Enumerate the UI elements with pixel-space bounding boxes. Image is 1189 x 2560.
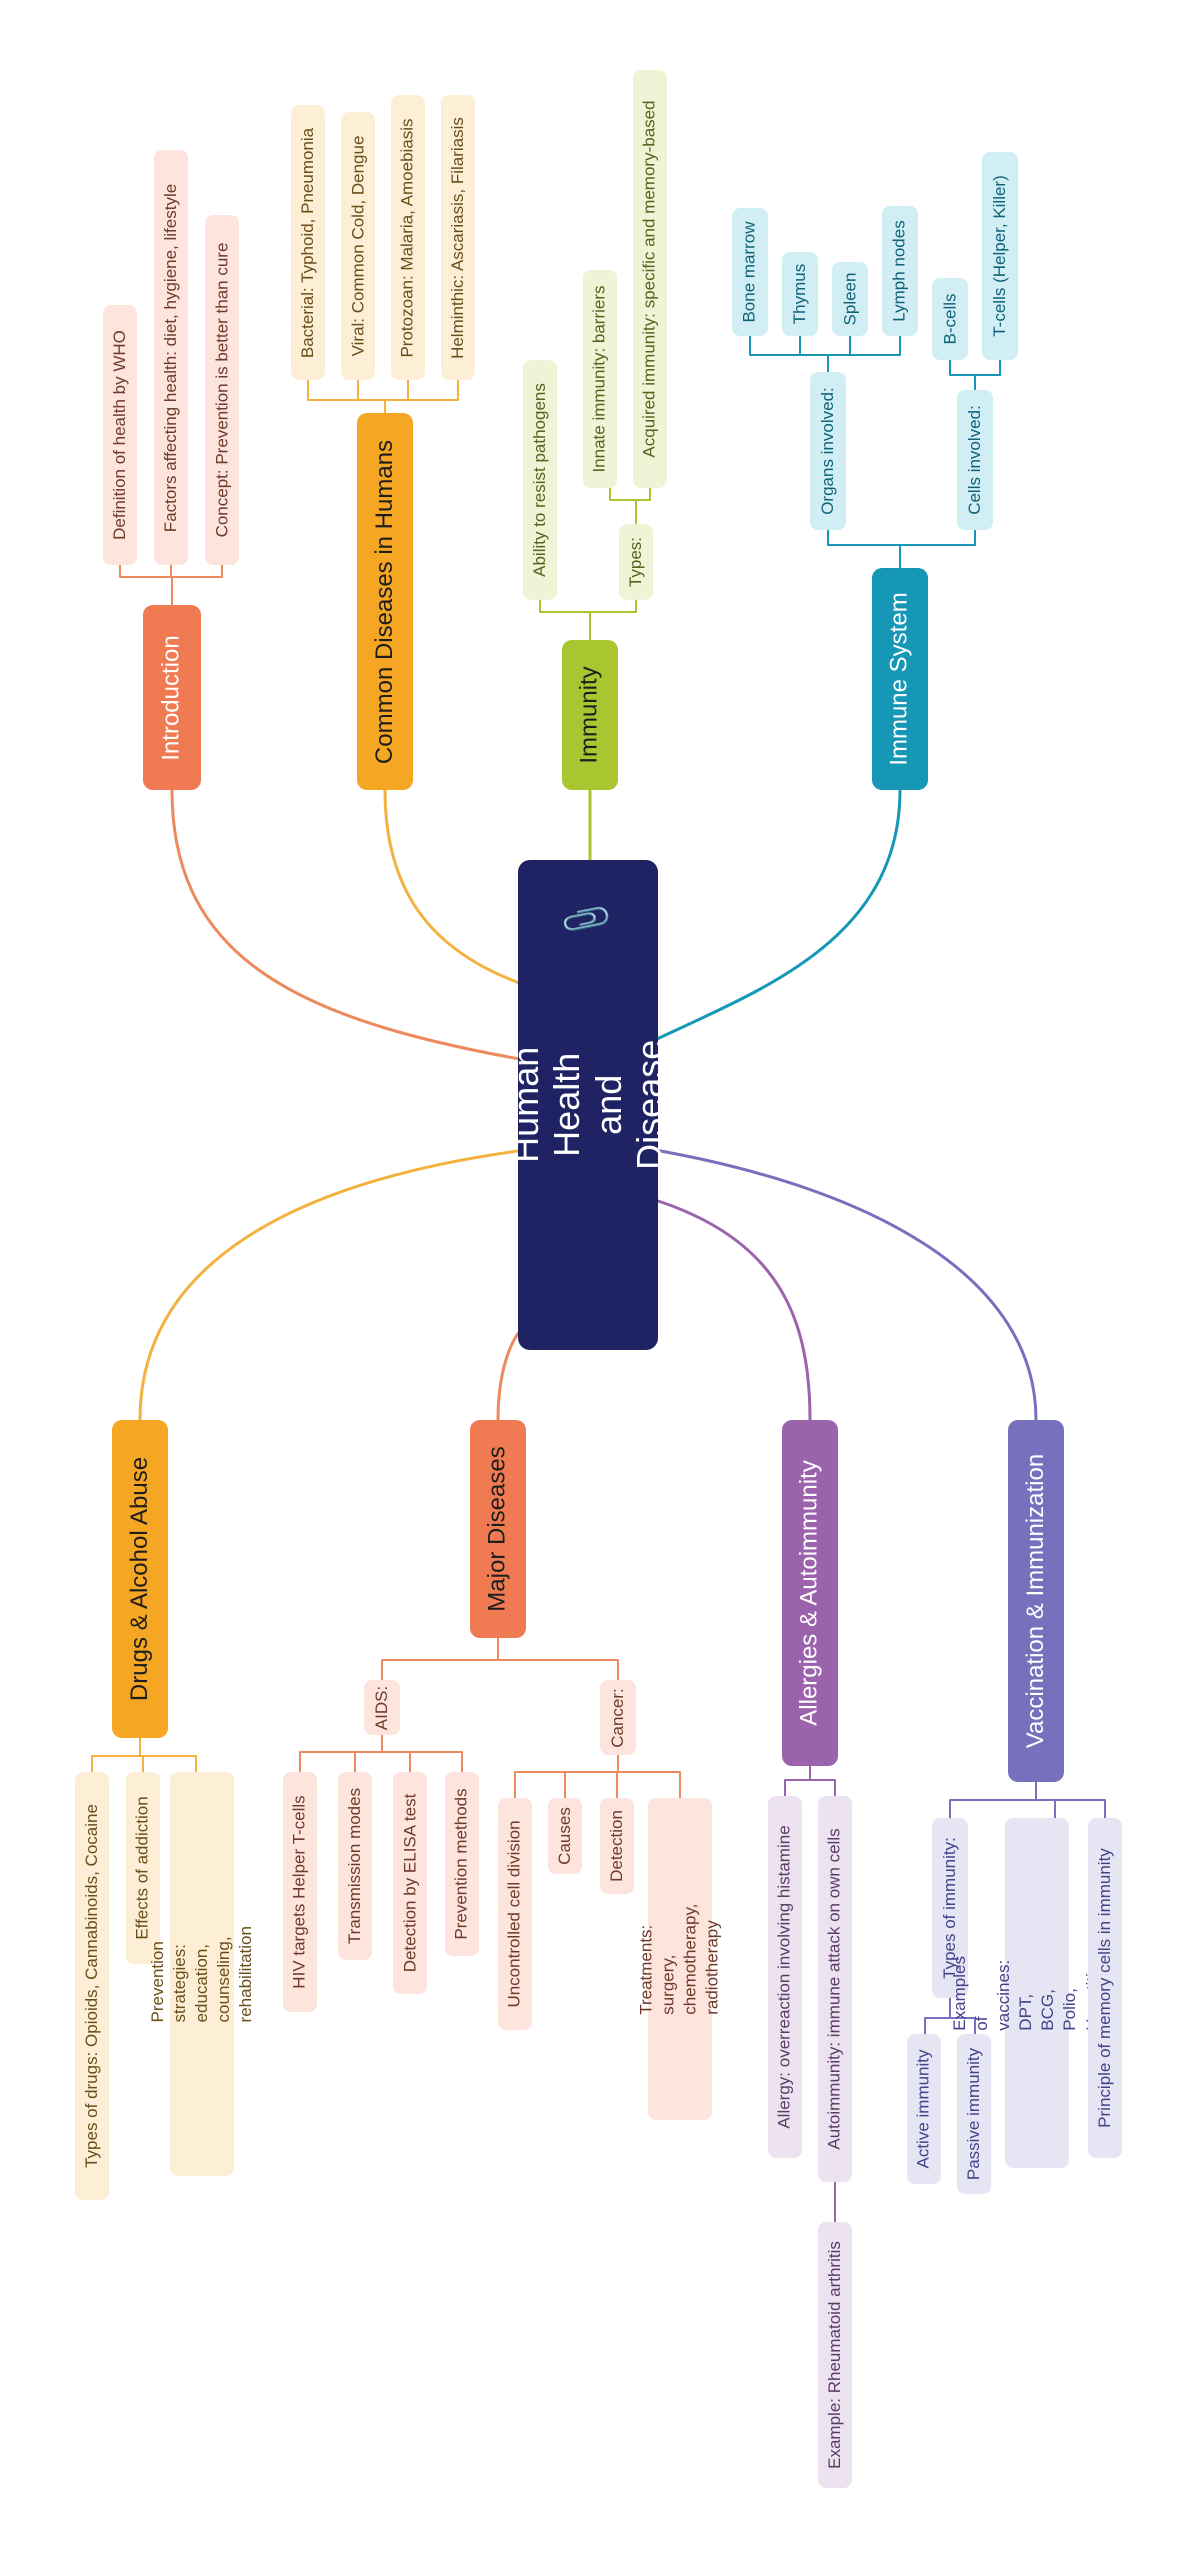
- link-center-drugs: [138, 1148, 527, 1422]
- link-immune-organs-children: [749, 335, 901, 373]
- cancer-item[interactable]: Detection: [600, 1798, 634, 1894]
- link-center-introduction: [170, 788, 527, 1062]
- vaccination-item[interactable]: Principle of memory cells in immunity: [1088, 1818, 1122, 2158]
- cancer-node[interactable]: Cancer:: [600, 1680, 636, 1755]
- link-vaccination-children: [949, 1781, 1106, 1819]
- branch-vaccination-label: Vaccination & Immunization: [1022, 1453, 1049, 1749]
- branch-allergies[interactable]: Allergies & Autoimmunity: [782, 1420, 838, 1766]
- aids-item[interactable]: HIV targets Helper T-cells: [283, 1772, 317, 2012]
- introduction-item[interactable]: Definition of health by WHO: [103, 305, 137, 565]
- drugs-item[interactable]: Prevention strategies: education, counse…: [148, 1772, 255, 2176]
- immune-cell-item[interactable]: T-cells (Helper, Killer): [982, 152, 1018, 360]
- link-center-vaccination: [653, 1148, 1038, 1422]
- branch-immunity[interactable]: Immunity: [562, 640, 618, 790]
- immune-organ-item[interactable]: Bone marrow: [732, 208, 768, 336]
- branch-immune-system-label: Immune System: [886, 592, 914, 766]
- vaccination-item[interactable]: Examples of vaccines: DPT, BCG, Polio, H…: [950, 1818, 1123, 2168]
- link-center-immune-system: [653, 788, 902, 1042]
- immune-organs-node[interactable]: Organs involved:: [810, 372, 846, 530]
- link-immune-cells-children: [949, 359, 1001, 391]
- introduction-item[interactable]: Factors affecting health: diet, hygiene,…: [154, 150, 188, 565]
- link-immunity-types-children: [609, 487, 651, 525]
- immunity-type-item[interactable]: Innate immunity: barriers: [583, 270, 617, 488]
- aids-item[interactable]: Prevention methods: [445, 1772, 479, 1956]
- branch-allergies-label: Allergies & Autoimmunity: [796, 1460, 824, 1726]
- link-allergies-children: [784, 1765, 836, 1797]
- introduction-item[interactable]: Concept: Prevention is better than cure: [205, 215, 239, 565]
- link-drugs-children: [91, 1737, 197, 1773]
- immunity-type-item[interactable]: Acquired immunity: specific and memory-b…: [633, 70, 667, 488]
- common-disease-item[interactable]: Protozoan: Malaria, Amoebiasis: [391, 95, 425, 380]
- link-aids-children: [299, 1734, 463, 1773]
- branch-vaccination[interactable]: Vaccination & Immunization: [1008, 1420, 1064, 1782]
- allergies-item[interactable]: Autoimmunity: immune attack on own cells: [818, 1796, 852, 2182]
- aids-item[interactable]: Transmission modes: [338, 1772, 372, 1960]
- vaccination-types-node[interactable]: Types of immunity:: [932, 1818, 968, 1998]
- branch-introduction[interactable]: Introduction: [143, 605, 201, 790]
- link-immunity-children: [539, 579, 637, 641]
- link-vaccination-types-children: [924, 1997, 976, 2035]
- branch-drugs[interactable]: Drugs & Alcohol Abuse: [112, 1420, 168, 1738]
- link-immune-system-children: [827, 529, 976, 569]
- branch-immunity-label: Immunity: [576, 666, 604, 764]
- link-major-diseases-children: [381, 1637, 619, 1681]
- drugs-item[interactable]: Types of drugs: Opioids, Cannabinoids, C…: [75, 1772, 109, 2200]
- cancer-item[interactable]: Uncontrolled cell division: [498, 1798, 532, 2030]
- branch-introduction-label: Introduction: [158, 634, 186, 761]
- vaccination-type-item[interactable]: Active immunity: [907, 2034, 941, 2184]
- central-topic[interactable]: Human Health and Disease: [505, 860, 670, 1350]
- link-introduction-children: [119, 564, 223, 606]
- immune-cell-item[interactable]: B-cells: [932, 278, 968, 360]
- common-disease-item[interactable]: Bacterial: Typhoid, Pneumonia: [291, 105, 325, 380]
- immunity-item[interactable]: Ability to resist pathogens: [523, 360, 557, 600]
- cancer-item[interactable]: Causes: [548, 1798, 582, 1874]
- link-center-common-diseases: [383, 788, 527, 987]
- drugs-item[interactable]: Effects of addiction: [126, 1772, 160, 1964]
- allergies-item[interactable]: Allergy: overreaction involving histamin…: [768, 1796, 802, 2158]
- immune-cells-node[interactable]: Cells involved:: [957, 390, 993, 530]
- branch-common-diseases-label: Common Diseases in Humans: [371, 439, 398, 764]
- branch-drugs-label: Drugs & Alcohol Abuse: [126, 1456, 153, 1702]
- link-cancer-children: [514, 1754, 681, 1799]
- aids-item[interactable]: Detection by ELISA test: [393, 1772, 427, 1994]
- immune-organ-item[interactable]: Thymus: [782, 252, 818, 336]
- link-center-allergies: [653, 1198, 812, 1422]
- immune-organ-item[interactable]: Spleen: [832, 262, 868, 336]
- aids-node[interactable]: AIDS:: [364, 1680, 400, 1735]
- autoimmunity-example[interactable]: Example: Rheumatoid arthritis: [818, 2222, 852, 2488]
- branch-major-diseases[interactable]: Major Diseases: [470, 1420, 526, 1638]
- immune-organ-item[interactable]: Lymph nodes: [882, 206, 918, 336]
- common-disease-item[interactable]: Helminthic: Ascariasis, Filariasis: [441, 95, 475, 380]
- cancer-item[interactable]: Treatments: surgery, chemotherapy, radio…: [637, 1798, 722, 2120]
- branch-common-diseases[interactable]: Common Diseases in Humans: [357, 413, 413, 790]
- common-disease-item[interactable]: Viral: Common Cold, Dengue: [341, 112, 375, 380]
- central-topic-title: Human Health and Disease: [505, 1039, 671, 1171]
- link-common-diseases-children: [307, 379, 459, 414]
- vaccination-type-item[interactable]: Passive immunity: [957, 2034, 991, 2194]
- immunity-types-node[interactable]: Types:: [619, 524, 653, 600]
- branch-major-diseases-label: Major Diseases: [484, 1446, 512, 1612]
- branch-immune-system[interactable]: Immune System: [872, 568, 928, 790]
